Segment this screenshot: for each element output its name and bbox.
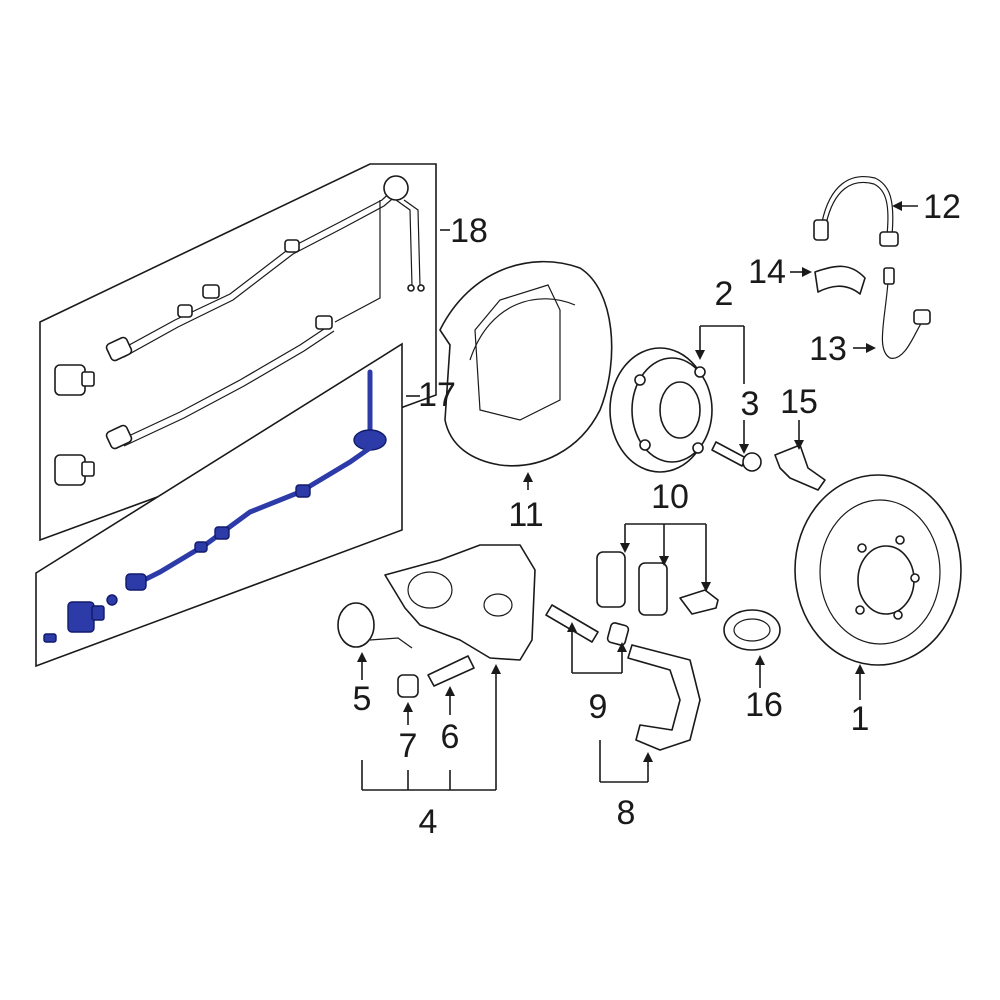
- caliper-spring: [337, 602, 413, 649]
- callout-7: 7: [399, 727, 418, 765]
- callout-18: 18: [450, 212, 488, 250]
- leader-lines: [357, 201, 918, 791]
- callout-12: 12: [923, 188, 961, 226]
- bleeder-cap: [397, 674, 419, 698]
- wear-sensor-harness-lower: [105, 315, 335, 450]
- callout-6: 6: [441, 718, 460, 756]
- rear-brake-hose: [881, 267, 931, 359]
- abs-sensor-highlighted: [43, 369, 387, 643]
- splash-shield: [439, 260, 613, 467]
- callout-17: 17: [418, 376, 456, 414]
- mount-bracket: [774, 444, 826, 491]
- caliper: [384, 544, 536, 661]
- callout-16: 16: [745, 686, 783, 724]
- connector-plug-lower: [54, 454, 95, 486]
- hub-bolt: [711, 441, 762, 472]
- callout-3: 3: [741, 385, 760, 423]
- panel-17: [35, 342, 403, 668]
- hub-and-bearing: [609, 347, 713, 473]
- front-brake-hose: [813, 176, 899, 247]
- callout-2: 2: [715, 275, 734, 313]
- brake-rotor: [794, 474, 962, 666]
- callout-10: 10: [651, 478, 689, 516]
- callout-13: 13: [809, 330, 847, 368]
- grommet: [723, 609, 781, 651]
- callout-1: 1: [851, 700, 870, 738]
- callout-8: 8: [617, 794, 636, 832]
- bleeder-screw: [427, 655, 475, 687]
- connector-plug-upper: [54, 364, 95, 396]
- callout-14: 14: [748, 253, 786, 291]
- callout-15: 15: [780, 383, 818, 421]
- callout-9: 9: [589, 688, 608, 726]
- caliper-bracket: [627, 644, 701, 751]
- brake-pads: [596, 551, 719, 616]
- callout-4: 4: [419, 803, 438, 841]
- callout-5: 5: [353, 680, 372, 718]
- guide-pins: [545, 604, 630, 646]
- panel-18: [39, 163, 437, 542]
- callout-labels: 1 2 3 4 5 6 7 8 9 10 11 12 13 14 15 16 1…: [353, 188, 961, 841]
- callout-11: 11: [508, 496, 543, 534]
- hose-clip: [814, 265, 866, 295]
- wear-sensor-harness-upper: [105, 175, 425, 362]
